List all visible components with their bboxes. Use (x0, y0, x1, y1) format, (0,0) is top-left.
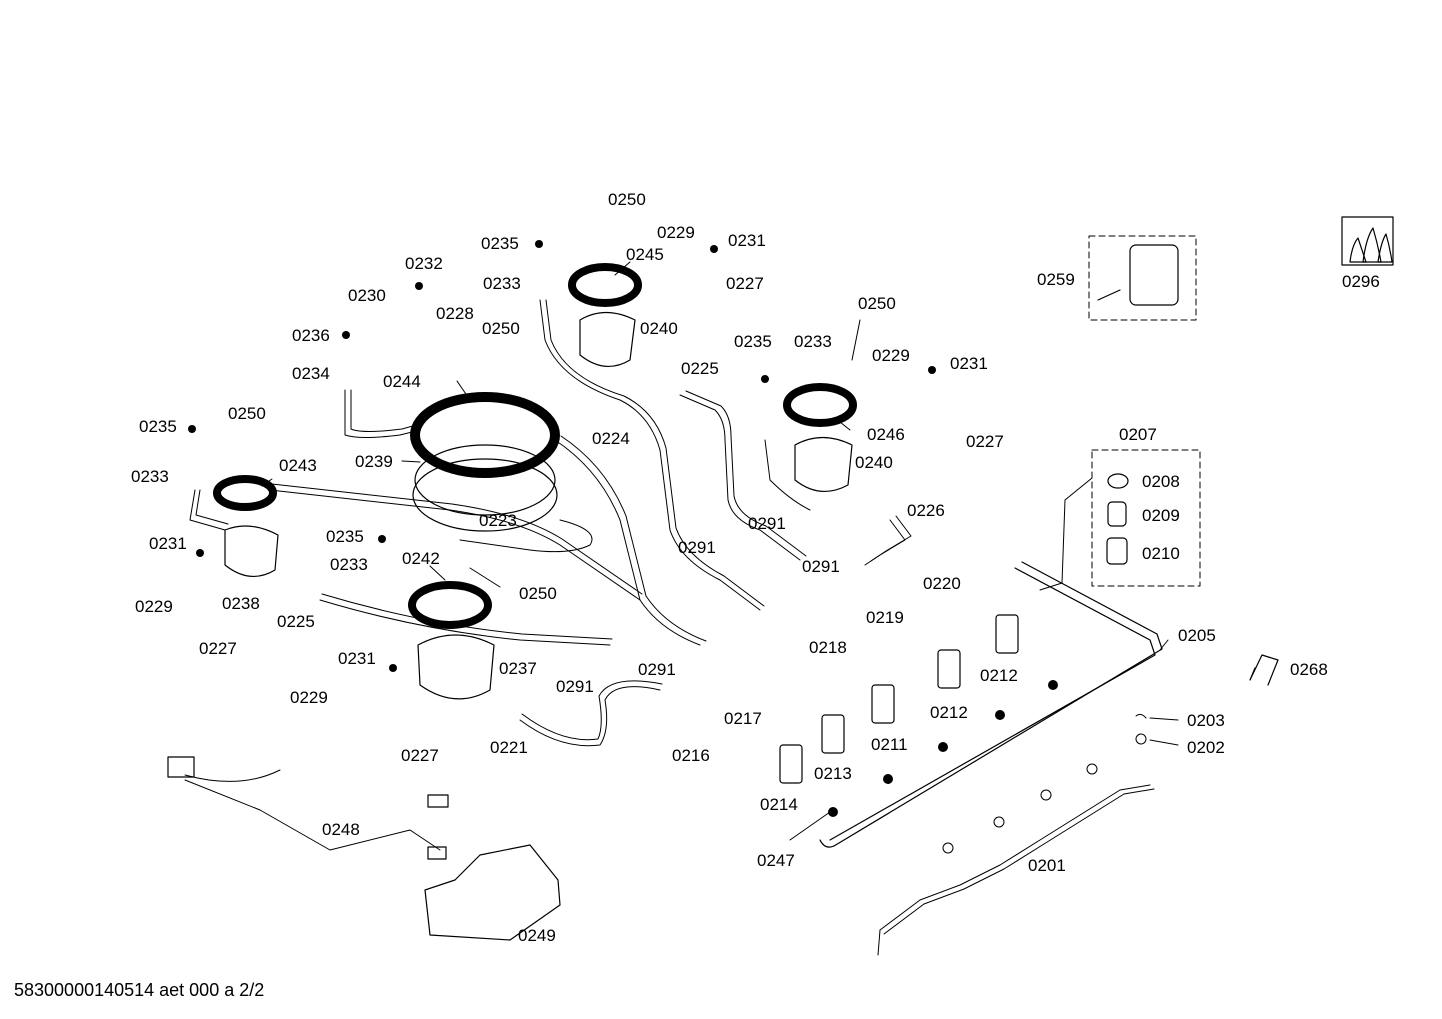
plate-markers (942, 713, 1147, 854)
junction-box (167, 756, 561, 941)
part-label: 0233 (794, 332, 832, 351)
leader-lines (261, 261, 1179, 841)
kit-0207-box (1091, 449, 1201, 587)
part-label: 0227 (726, 274, 764, 293)
part-label: 0223 (479, 511, 517, 530)
burner-rings (213, 263, 857, 629)
part-label: 0214 (760, 795, 798, 814)
part-label: 0239 (355, 452, 393, 471)
part-label: 0217 (724, 709, 762, 728)
part-label: 0231 (149, 534, 187, 553)
part-label: 0220 (923, 574, 961, 593)
part-label: 0224 (592, 429, 630, 448)
part-label: 0245 (626, 245, 664, 264)
part-label: 0231 (950, 354, 988, 373)
gas-manifold-rail (819, 561, 1163, 848)
part-label: 0210 (1142, 544, 1180, 563)
part-label: 0229 (872, 346, 910, 365)
part-label: 0202 (1187, 738, 1225, 757)
part-label: 0227 (966, 432, 1004, 451)
part-label: 0229 (290, 688, 328, 707)
part-label: 0235 (139, 417, 177, 436)
part-label: 0236 (292, 326, 330, 345)
part-label: 0243 (279, 456, 317, 475)
part-label: 0244 (383, 372, 421, 391)
fittings (188, 240, 1058, 817)
part-label: 0212 (930, 703, 968, 722)
part-label: 0203 (1187, 711, 1225, 730)
part-label: 0233 (330, 555, 368, 574)
part-label: 0221 (490, 738, 528, 757)
gas-valves (779, 614, 1019, 784)
part-label: 0233 (131, 467, 169, 486)
part-label: 0205 (1178, 626, 1216, 645)
part-label: 0248 (322, 820, 360, 839)
part-label: 0212 (980, 666, 1018, 685)
burner-bodies (224, 311, 853, 700)
part-label: 0291 (802, 557, 840, 576)
part-0268-clip (1249, 654, 1279, 686)
part-label: 0227 (199, 639, 237, 658)
part-label: 0229 (657, 223, 695, 242)
part-label: 0238 (222, 594, 260, 613)
part-label: 0235 (734, 332, 772, 351)
part-label: 0233 (483, 274, 521, 293)
part-label: 0216 (672, 746, 710, 765)
part-label: 0218 (809, 638, 847, 657)
part-label: 0291 (748, 514, 786, 533)
part-label: 0207 (1119, 425, 1157, 444)
part-label: 0234 (292, 364, 330, 383)
part-label: 0296 (1342, 272, 1380, 291)
part-label: 0246 (867, 425, 905, 444)
part-label: 0250 (519, 584, 557, 603)
part-label: 0240 (855, 453, 893, 472)
kit-0207-leader (1039, 477, 1093, 591)
part-label: 0240 (640, 319, 678, 338)
part-label: 0250 (608, 190, 646, 209)
part-label: 0268 (1290, 660, 1328, 679)
part-label: 0250 (482, 319, 520, 338)
part-label: 0232 (405, 254, 443, 273)
ignition-harness (184, 769, 1155, 956)
part-0259-valve (1097, 244, 1179, 306)
part-label: 0235 (326, 527, 364, 546)
part-label: 0237 (499, 659, 537, 678)
part-label: 0219 (866, 608, 904, 627)
part-label: 0259 (1037, 270, 1075, 289)
part-label: 0227 (401, 746, 439, 765)
part-label: 0249 (518, 926, 556, 945)
part-label: 0208 (1142, 472, 1180, 491)
part-label: 0225 (681, 359, 719, 378)
flame-symbol-0296 (1341, 216, 1394, 266)
part-label: 0213 (814, 764, 852, 783)
part-label: 0291 (678, 538, 716, 557)
part-label: 0231 (728, 231, 766, 250)
kit-0207-parts (1106, 473, 1129, 565)
part-label: 0291 (556, 677, 594, 696)
document-footer: 58300000140514 aet 000 a 2/2 (14, 980, 265, 1000)
kit-0259-box (1088, 235, 1197, 321)
part-label: 0201 (1028, 856, 1066, 875)
part-label: 0235 (481, 234, 519, 253)
part-label: 0225 (277, 612, 315, 631)
part-label: 0250 (858, 294, 896, 313)
part-label: 0226 (907, 501, 945, 520)
part-label: 0247 (757, 851, 795, 870)
part-label: 0242 (402, 549, 440, 568)
part-label: 0229 (135, 597, 173, 616)
part-label: 0291 (638, 660, 676, 679)
part-label: 0250 (228, 404, 266, 423)
part-label: 0209 (1142, 506, 1180, 525)
part-label: 0228 (436, 304, 474, 323)
part-label: 0230 (348, 286, 386, 305)
part-label: 0231 (338, 649, 376, 668)
part-label: 0211 (871, 735, 908, 754)
